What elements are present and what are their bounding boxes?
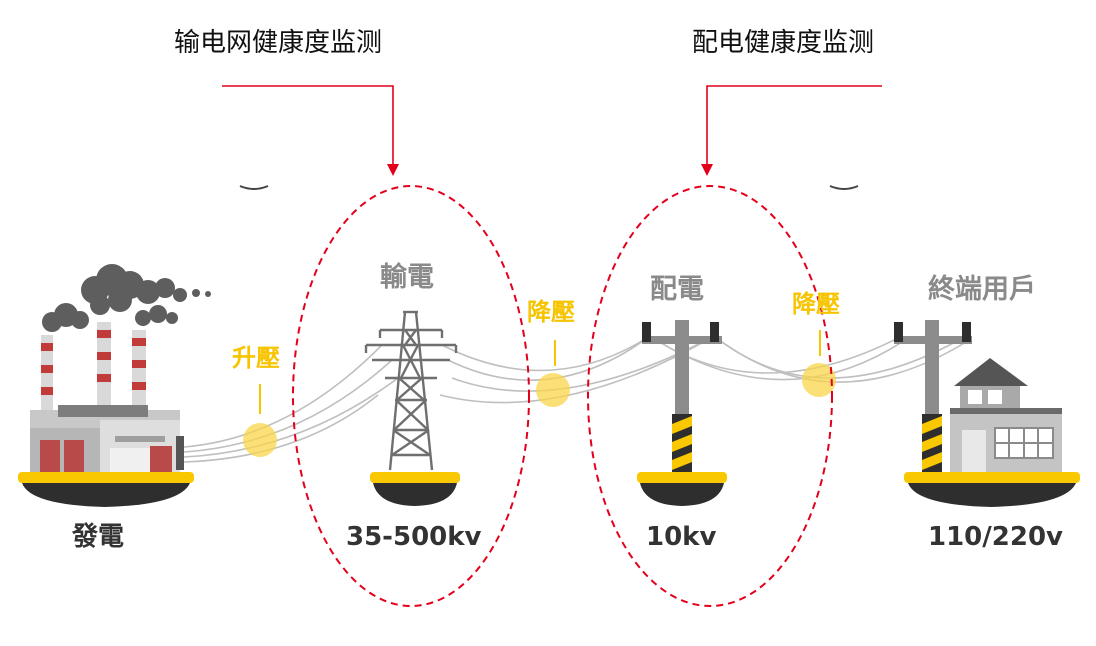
distribution-monitoring-label: 配电健康度监测 <box>692 28 875 58</box>
end-user-voltage-label: 110/220v <box>928 522 1063 552</box>
power-lines <box>183 335 967 463</box>
power-plant-icon <box>30 264 211 475</box>
transmission-annotation-arrow <box>222 85 399 176</box>
transmission-monitoring-label: 输电网健康度监测 <box>174 28 383 58</box>
step-up-marker <box>243 423 277 457</box>
transmission-voltage-label: 35-500kv <box>346 522 482 552</box>
step-up-label: 升壓 <box>232 344 280 372</box>
house-icon <box>950 358 1062 474</box>
step-down-marker-1 <box>536 373 570 407</box>
background-arc-left <box>239 185 269 190</box>
transmission-tower-icon <box>364 310 458 471</box>
monitoring-annotations <box>222 85 882 607</box>
generation-stage-label: 發電 <box>72 522 125 552</box>
step-down-label-1: 降壓 <box>527 298 575 326</box>
end-user-pole-icon <box>894 320 972 474</box>
distribution-annotation-arrow <box>701 85 882 176</box>
transformer-markers <box>243 330 836 457</box>
transmission-monitoring-zone <box>292 185 530 607</box>
step-down-marker-2 <box>802 363 836 397</box>
distribution-voltage-label: 10kv <box>646 522 717 552</box>
end-user-stage-label: 終端用戶 <box>928 274 1036 305</box>
distribution-pole-icon <box>642 320 722 474</box>
distribution-stage-label: 配電 <box>650 274 704 305</box>
stage-bases <box>18 472 1080 507</box>
transmission-stage-label: 輸電 <box>380 262 434 293</box>
distribution-monitoring-zone <box>587 185 833 607</box>
step-down-label-2: 降壓 <box>792 290 840 318</box>
background-arc-right <box>829 185 859 190</box>
